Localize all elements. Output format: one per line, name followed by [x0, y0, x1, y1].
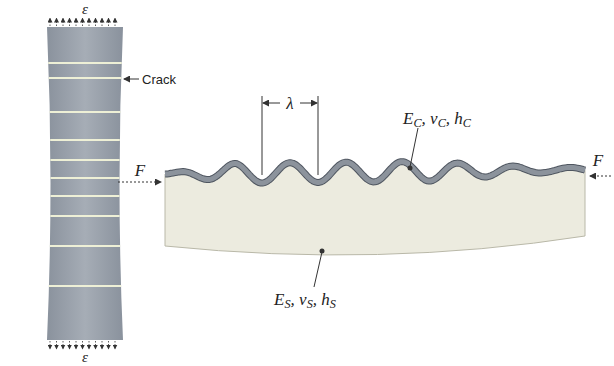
symbol-label: ε [82, 350, 88, 365]
strain-arrow [89, 18, 90, 26]
crack-line [50, 177, 119, 179]
strain-arrow [56, 341, 57, 349]
strain-arrow [102, 341, 103, 349]
crack-pointer [124, 79, 139, 80]
crack-line [50, 159, 119, 161]
symbol-label: ES, vS, hS [274, 291, 336, 308]
crack-line [50, 139, 120, 141]
cracks [48, 63, 122, 286]
strain-arrow [89, 341, 90, 349]
coating-outline [165, 162, 585, 183]
crack-line [49, 285, 121, 287]
leader-dot [320, 249, 325, 254]
leader-line [314, 252, 322, 287]
strain-arrow [56, 18, 57, 26]
symbol-label: ε [82, 2, 88, 17]
force-arrow [118, 182, 161, 183]
leader-line [410, 128, 418, 167]
substrate [165, 162, 585, 255]
strain-arrow [115, 18, 116, 26]
specimen [47, 27, 123, 340]
dimension-tick [262, 96, 263, 175]
strain-arrow [82, 18, 83, 26]
strain-arrows [50, 18, 115, 349]
crack-line [48, 62, 122, 64]
strain-arrow [76, 18, 77, 26]
strain-arrow [82, 341, 83, 349]
force-arrow [590, 176, 611, 177]
strain-arrow [108, 18, 109, 26]
strain-arrow [69, 18, 70, 26]
crack-line [50, 245, 120, 247]
strain-arrow [50, 18, 51, 26]
crack-line [50, 111, 121, 113]
strain-arrow [63, 18, 64, 26]
crack-line [50, 195, 119, 197]
strain-arrow [69, 341, 70, 349]
symbol-label: λ [284, 95, 295, 112]
part-label: Crack [142, 73, 176, 86]
dimension-tick [318, 96, 319, 175]
strain-arrow [115, 341, 116, 349]
strain-arrow [102, 18, 103, 26]
crack-line [50, 215, 119, 217]
strain-arrow [63, 341, 64, 349]
symbol-label: F [593, 152, 603, 169]
strain-arrow [108, 341, 109, 349]
strain-arrow [76, 341, 77, 349]
symbol-label: EC, vC, hC [403, 110, 471, 127]
dimension-arrow [263, 103, 280, 104]
coating [165, 162, 585, 183]
dimension-arrow [300, 103, 317, 104]
strain-arrow [95, 341, 96, 349]
strain-arrow [95, 18, 96, 26]
symbol-label: F [135, 162, 145, 179]
leader-dot [408, 166, 413, 171]
strain-arrow [50, 341, 51, 349]
crack-line [49, 77, 122, 79]
